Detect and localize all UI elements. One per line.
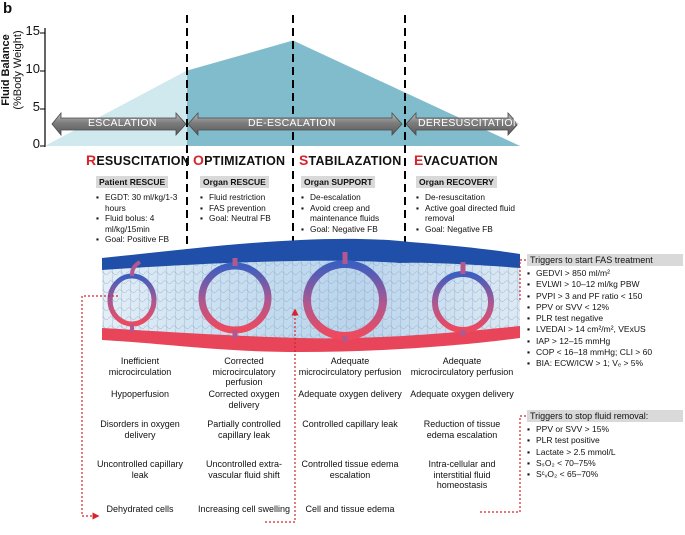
bullet-item: EGDT: 30 ml/kg/1-3 hours xyxy=(96,192,186,213)
bullet-item: De-escalation xyxy=(301,192,405,203)
outcome-item: Corrected microcirculatory perfusion xyxy=(212,356,276,387)
trigger-item: EVLWI > 10‒12 ml/kg PBW xyxy=(527,279,683,291)
trigger-item: PPV or SVV < 12% xyxy=(527,302,683,314)
vessel-illustration xyxy=(102,238,520,352)
outcome-item: Partially controlled capillary leak xyxy=(207,419,281,440)
outcomes-optimization: Corrected microcirculatory perfusion Cor… xyxy=(196,356,292,518)
outcome-item: Controlled tissue edema escalation xyxy=(301,459,399,480)
bullet-item: De-resuscitation xyxy=(416,192,520,203)
bullet-item: Fluid restriction xyxy=(200,192,292,203)
phase-title-resuscitation: RESUSCITATION xyxy=(86,152,190,168)
phase-title-optimization: OPTIMIZATION xyxy=(193,152,285,168)
outcome-item: Disorders in oxygen delivery xyxy=(100,419,180,440)
phase-initial: R xyxy=(86,152,97,168)
de-escalation-arrow xyxy=(187,111,403,137)
deresuscitation-arrow xyxy=(405,111,519,137)
organ-box: Organ RESCUE xyxy=(200,176,269,188)
outcome-item: Controlled capillary leak xyxy=(302,419,398,429)
trigger-item: PVPI > 3 and PF ratio < 150 xyxy=(527,291,683,303)
organ-box: Patient RESCUE xyxy=(96,176,169,188)
phase-initial: E xyxy=(414,152,424,168)
trigger-item: BIA: ECW/ICW > 1; Vₑ > 5% xyxy=(527,358,683,370)
y-tick-5: 5 xyxy=(32,99,40,114)
outcome-item: Dehydrated cells xyxy=(106,504,174,514)
phase-rest: TABILAZATION xyxy=(308,154,402,168)
connector-lines xyxy=(81,259,526,523)
outcome-item: Adequate oxygen delivery xyxy=(410,389,514,399)
trigger-item: IAP > 12‒15 mmHg xyxy=(527,336,683,348)
connector-resuscitation xyxy=(81,295,118,520)
trigger-item: Lactate > 2.5 mmol/L xyxy=(527,447,683,459)
y-tick-0: 0 xyxy=(32,136,40,151)
phase-rest: PTIMIZATION xyxy=(204,154,286,168)
trigger-item: LVEDAI > 14 cm²/m², VExUS xyxy=(527,324,683,336)
outcome-item: Intra-cellular and interstitial fluid ho… xyxy=(428,459,496,490)
connector-evacuation-start xyxy=(519,259,526,300)
bullet-item: Goal: Negative FB xyxy=(301,224,405,235)
outcome-item: Hypoperfusion xyxy=(110,389,170,399)
outcome-item: Adequate microcirculatory perfusion xyxy=(410,356,514,377)
outcome-item: Cell and tissue edema xyxy=(305,504,395,514)
phase-title-evacuation: EVACUATION xyxy=(414,152,498,168)
bullet-item: FAS prevention xyxy=(200,203,292,214)
outcomes-stabilazation: Adequate microcirculatory perfusion Adeq… xyxy=(298,356,402,518)
trigger-item: PLR test negative xyxy=(527,313,683,325)
bullet-item: Goal: Negative FB xyxy=(416,224,520,235)
connector-evacuation-stop xyxy=(480,415,526,513)
y-tick-15: 15 xyxy=(25,23,40,38)
organ-box: Organ RECOVERY xyxy=(416,176,497,188)
triggers-stop-title: Triggers to stop fluid removal: xyxy=(527,410,683,422)
phase-details-stabilazation: Organ SUPPORT De-escalation Avoid creep … xyxy=(301,172,405,234)
triggers-stop-panel: Triggers to stop fluid removal: PPV or S… xyxy=(527,410,683,481)
trigger-item: PLR test positive xyxy=(527,435,683,447)
phase-details-evacuation: Organ RECOVERY De-resuscitation Active g… xyxy=(416,172,520,234)
trigger-item: SₛO₂ < 70‒75% xyxy=(527,458,683,470)
outcomes-evacuation: Adequate microcirculatory perfusion Adeq… xyxy=(410,356,514,499)
outcome-item: Adequate oxygen delivery xyxy=(298,389,402,399)
arrow-label-escalation: ESCALATION xyxy=(88,117,157,129)
phase-initial: O xyxy=(193,152,205,168)
trigger-item: SᶜᵥO₂ < 65‒70% xyxy=(527,469,683,481)
bullet-item: Avoid creep and maintenance fluids xyxy=(301,203,405,224)
connector-optimization xyxy=(265,308,299,523)
outcome-item: Adequate microcirculatory perfusion xyxy=(298,356,402,377)
outcome-item: Uncontrolled capillary leak xyxy=(96,459,184,480)
phase-rest: VACUATION xyxy=(423,154,498,168)
outcome-item: Increasing cell swelling xyxy=(197,504,291,514)
bullet-item: Goal: Positive FB xyxy=(96,234,186,245)
outcomes-resuscitation: Inefficient microcirculation Hypoperfusi… xyxy=(96,356,184,518)
phase-details-optimization: Organ RESCUE Fluid restriction FAS preve… xyxy=(200,172,292,224)
bullet-item: Active goal directed fluid removal xyxy=(416,203,520,224)
outcome-item: Reduction of tissue edema escalation xyxy=(423,419,501,440)
triggers-start-title: Triggers to start FAS treatment xyxy=(527,254,683,266)
organ-box: Organ SUPPORT xyxy=(301,176,376,188)
triggers-start-panel: Triggers to start FAS treatment GEDVI > … xyxy=(527,254,683,370)
escalation-arrow xyxy=(51,111,187,137)
bullet-item: Fluid bolus: 4 ml/kg/15min xyxy=(96,213,186,234)
arrow-label-de-escalation: DE-ESCALATION xyxy=(248,117,336,129)
phase-details-resuscitation: Patient RESCUE EGDT: 30 ml/kg/1-3 hours … xyxy=(96,172,186,245)
y-tick-10: 10 xyxy=(25,61,40,76)
phase-rest: ESUSCITATION xyxy=(96,154,190,168)
outcome-item: Corrected oxygen delivery xyxy=(208,389,280,410)
trigger-item: PPV or SVV > 15% xyxy=(527,424,683,436)
trigger-item: COP < 16‒18 mmHg; CLI > 60 xyxy=(527,347,683,359)
trigger-item: GEDVI > 850 ml/m² xyxy=(527,268,683,280)
arrow-label-deresuscitation: DERESUSCITATION xyxy=(418,117,521,129)
figure-letter: b xyxy=(3,0,13,17)
outcome-item: Inefficient microcirculation xyxy=(108,356,172,377)
phase-initial: S xyxy=(299,152,309,168)
area-fill-rise xyxy=(45,70,187,146)
outcome-item: Uncontrolled extra-vascular fluid shift xyxy=(205,459,283,480)
phase-title-stabilazation: STABILAZATION xyxy=(299,152,401,168)
bullet-item: Goal: Neutral FB xyxy=(200,213,292,224)
